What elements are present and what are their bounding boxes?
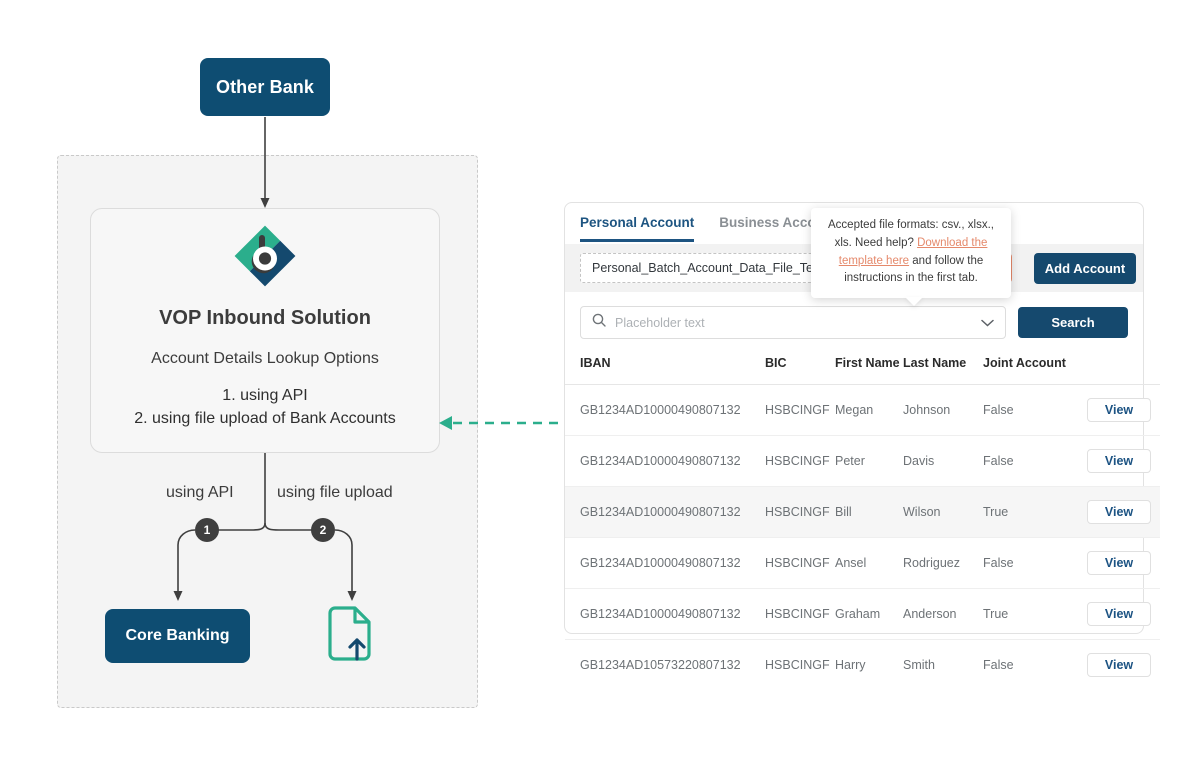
tooltip-line-2-prefix: Need help? (855, 236, 918, 249)
diagram-connectors (173, 117, 357, 601)
vop-option-1: 1. using API (222, 387, 308, 404)
search-placeholder: Placeholder text (615, 315, 705, 330)
column-header-bic: BIC (765, 353, 835, 385)
core-banking-node: Core Banking (105, 609, 250, 663)
branch-label-api: using API (166, 484, 234, 501)
brand-diamond-b-logo-icon (234, 225, 296, 287)
cell-first-name: Bill (835, 486, 903, 538)
cell-joint-account: False (983, 384, 1078, 436)
tab-business-account[interactable]: Business Account (719, 215, 837, 230)
cell-last-name: Wilson (903, 486, 983, 538)
cell-actions: View (1078, 435, 1160, 487)
branch-label-file-upload: using file upload (277, 484, 393, 501)
other-bank-label: Other Bank (215, 76, 315, 97)
cell-first-name: Ansel (835, 537, 903, 589)
step-badge-1: 1 (195, 518, 219, 542)
column-header-iban: IBAN (565, 353, 765, 385)
cell-actions: View (1078, 486, 1160, 538)
search-button[interactable]: Search (1018, 307, 1128, 338)
vop-option-2: 2. using file upload of Bank Accounts (134, 410, 396, 428)
cell-actions: View (1078, 384, 1160, 436)
cell-bic: HSBCINGF (765, 537, 835, 589)
cell-bic: HSBCINGF (765, 658, 830, 672)
view-button[interactable]: View (1087, 551, 1151, 575)
view-button[interactable]: View (1087, 500, 1151, 524)
cell-bic: HSBCINGF (765, 435, 835, 487)
cell-first-name: Harry (835, 658, 866, 672)
cell-first-name: Megan (835, 384, 903, 436)
column-header-joint-account: Joint Account (983, 353, 1078, 385)
vop-card-subtitle: Account Details Lookup Options (151, 350, 379, 367)
add-account-button[interactable]: Add Account (1034, 252, 1136, 284)
dashed-arrow-left-icon (439, 416, 577, 430)
cell-actions: View (1078, 537, 1160, 589)
cell-iban: GB1234AD10000490807132 (565, 588, 765, 640)
cell-bic: HSBCINGF (765, 384, 835, 436)
architecture-diagram: Other Bank VOP Inbound Solution Account … (0, 0, 560, 761)
view-button[interactable]: View (1087, 398, 1151, 422)
cell-bic: HSBCINGF (765, 588, 835, 640)
account-type-tabs: Personal Account Business Account (565, 203, 1143, 244)
cell-first-name: Graham (835, 588, 903, 640)
cell-iban: GB1234AD10000490807132 (565, 435, 765, 487)
cell-last-name: Rodriguez (903, 537, 983, 589)
table-header-row: IBAN BIC First Name Last Name Joint Acco… (565, 353, 1160, 385)
cell-joint-account: False (983, 435, 1078, 487)
column-header-last-name: Last Name (903, 353, 983, 385)
document-upload-icon (320, 605, 382, 667)
cell-bic: HSBCINGF (765, 486, 835, 538)
cell-joint-account: False (983, 537, 1078, 589)
cell-first-name: Peter (835, 435, 903, 487)
view-button[interactable]: View (1087, 653, 1151, 677)
view-button[interactable]: View (1087, 449, 1151, 473)
cell-actions: View (1078, 588, 1160, 640)
search-icon (592, 313, 606, 332)
cell-last-name: Smith (903, 658, 935, 672)
column-header-actions (1078, 353, 1160, 385)
vop-card-title: VOP Inbound Solution (159, 307, 371, 329)
cell-last-name: Davis (903, 435, 983, 487)
cell-joint-account: True (983, 486, 1078, 538)
tab-personal-account[interactable]: Personal Account (580, 203, 695, 242)
cell-iban: GB1234AD10573220807132 (580, 658, 741, 672)
chevron-down-icon[interactable] (981, 314, 994, 332)
cell-joint-account: False (983, 658, 1014, 672)
vop-inbound-solution-card: VOP Inbound Solution Account Details Loo… (90, 208, 440, 453)
search-input[interactable]: Placeholder text (580, 306, 1006, 339)
cell-last-name: Johnson (903, 384, 983, 436)
other-bank-node: Other Bank (200, 58, 330, 116)
cell-joint-account: True (983, 588, 1078, 640)
cell-iban: GB1234AD10000490807132 (565, 384, 765, 436)
download-template-link[interactable]: Download the template here (838, 236, 988, 267)
step-badge-2: 2 (311, 518, 335, 542)
file-format-tooltip: Accepted file formats: csv., xlsx., xls.… (811, 208, 1011, 299)
tooltip-line-1: Accepted file formats: csv., xlsx., xls. (828, 219, 994, 249)
view-button[interactable]: View (1087, 602, 1151, 626)
account-management-panel: Personal Account Business Account Person… (564, 202, 1160, 677)
cell-actions: View (1078, 640, 1160, 691)
column-header-first-name: First Name (835, 353, 903, 385)
tooltip-line-2-suffix: and follow the instructions in the first… (844, 254, 984, 285)
cell-iban: GB1234AD10000490807132 (565, 486, 765, 538)
selected-file-name: Personal_Batch_Account_Data_File_Templat… (592, 261, 863, 275)
table-row[interactable]: GB1234AD10573220807132 HSBCINGF Harry Smith… (565, 640, 1160, 691)
core-banking-label: Core Banking (125, 627, 230, 644)
search-toolbar: Placeholder text Search (565, 292, 1143, 353)
accounts-table: IBAN BIC First Name Last Name Joint Acco… (565, 353, 1160, 690)
file-upload-toolbar: Personal_Batch_Account_Data_File_Templat… (565, 208, 1143, 299)
cell-last-name: Anderson (903, 588, 983, 640)
cell-iban: GB1234AD10000490807132 (565, 537, 765, 589)
